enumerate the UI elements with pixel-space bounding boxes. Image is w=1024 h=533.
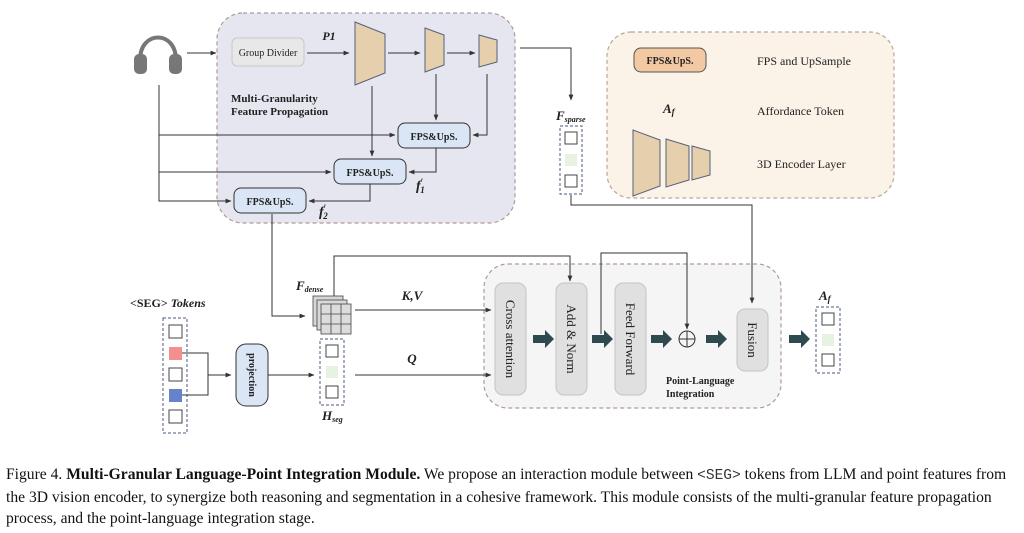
add-norm-block	[555, 282, 588, 396]
cross-attention-block	[494, 282, 527, 396]
fps-ups-box-3	[233, 187, 307, 214]
pli-title-line2: Integration	[666, 389, 715, 400]
headphones-icon	[134, 35, 182, 74]
caption-seg-token: <SEG>	[697, 468, 741, 484]
feed-forward-label: Feed Forward	[623, 303, 638, 376]
caption-text-2: tokens from LLM and point features from …	[6, 466, 1007, 527]
fps-ups-box-1	[397, 122, 471, 149]
architecture-diagram: Group Divider P1 Multi-Granularity Featu…	[130, 12, 895, 434]
legend-af-desc: Affordance Token	[757, 104, 844, 118]
legend-fps-ups-box	[633, 47, 707, 73]
f-dense-grid-icon	[312, 295, 352, 335]
mgfp-title-line1: Multi-Granularity	[231, 93, 318, 105]
legend-af-symbol: Af	[662, 101, 676, 117]
p1-label: P1	[322, 29, 335, 43]
caption-text-1: We propose an interaction module between	[423, 466, 694, 483]
group-divider-box	[231, 37, 305, 67]
f-sparse-token-stack	[559, 125, 583, 195]
fps-ups-label-3: FPS&UpS.	[247, 197, 294, 208]
legend-fps-ups-label: FPS&UpS.	[647, 56, 694, 67]
feed-forward-block	[614, 282, 647, 396]
legend-fps-desc: FPS and UpSample	[757, 54, 851, 68]
h-seg-label: Hseg	[321, 408, 343, 424]
projection-label: projection	[246, 353, 257, 397]
f2-prime-label: f′2	[319, 203, 328, 221]
fps-ups-label-1: FPS&UpS.	[411, 132, 458, 143]
figure-caption: Figure 4. Multi-Granular Language-Point …	[6, 464, 1018, 529]
group-divider-label: Group Divider	[239, 48, 298, 59]
encoder-layer-3	[478, 34, 498, 68]
f1-prime-label: f′1	[416, 177, 425, 195]
legend-encoder-icon	[632, 129, 711, 197]
fps-ups-label-2: FPS&UpS.	[347, 168, 394, 179]
encoder-layer-2	[424, 27, 445, 73]
legend-encoder-desc: 3D Encoder Layer	[757, 157, 846, 171]
caption-figure-label: Figure 4.	[6, 466, 63, 483]
encoder-layer-1	[354, 21, 386, 86]
af-output-token-stack	[815, 306, 841, 374]
pli-title-line1: Point-Language	[666, 376, 735, 387]
add-norm-label: Add & Norm	[564, 304, 579, 373]
f-sparse-label: Fsparse	[555, 108, 586, 124]
cross-attention-label: Cross attention	[503, 300, 518, 379]
caption-title: Multi-Granular Language-Point Integratio…	[66, 466, 421, 483]
add-residual-icon	[678, 330, 696, 348]
q-label: Q	[407, 351, 417, 366]
af-output-label: Af	[818, 288, 832, 304]
f-dense-label: Fdense	[295, 278, 324, 294]
seg-token-stack	[162, 317, 188, 434]
block-arrows	[533, 330, 810, 348]
kv-label: K,V	[401, 288, 424, 303]
h-seg-token-stack	[319, 338, 345, 406]
seg-tokens-label: <SEG> Tokens	[130, 296, 206, 310]
fusion-block	[736, 308, 769, 372]
fusion-label: Fusion	[745, 322, 760, 358]
mgfp-title-line2: Feature Propagation	[231, 106, 328, 118]
